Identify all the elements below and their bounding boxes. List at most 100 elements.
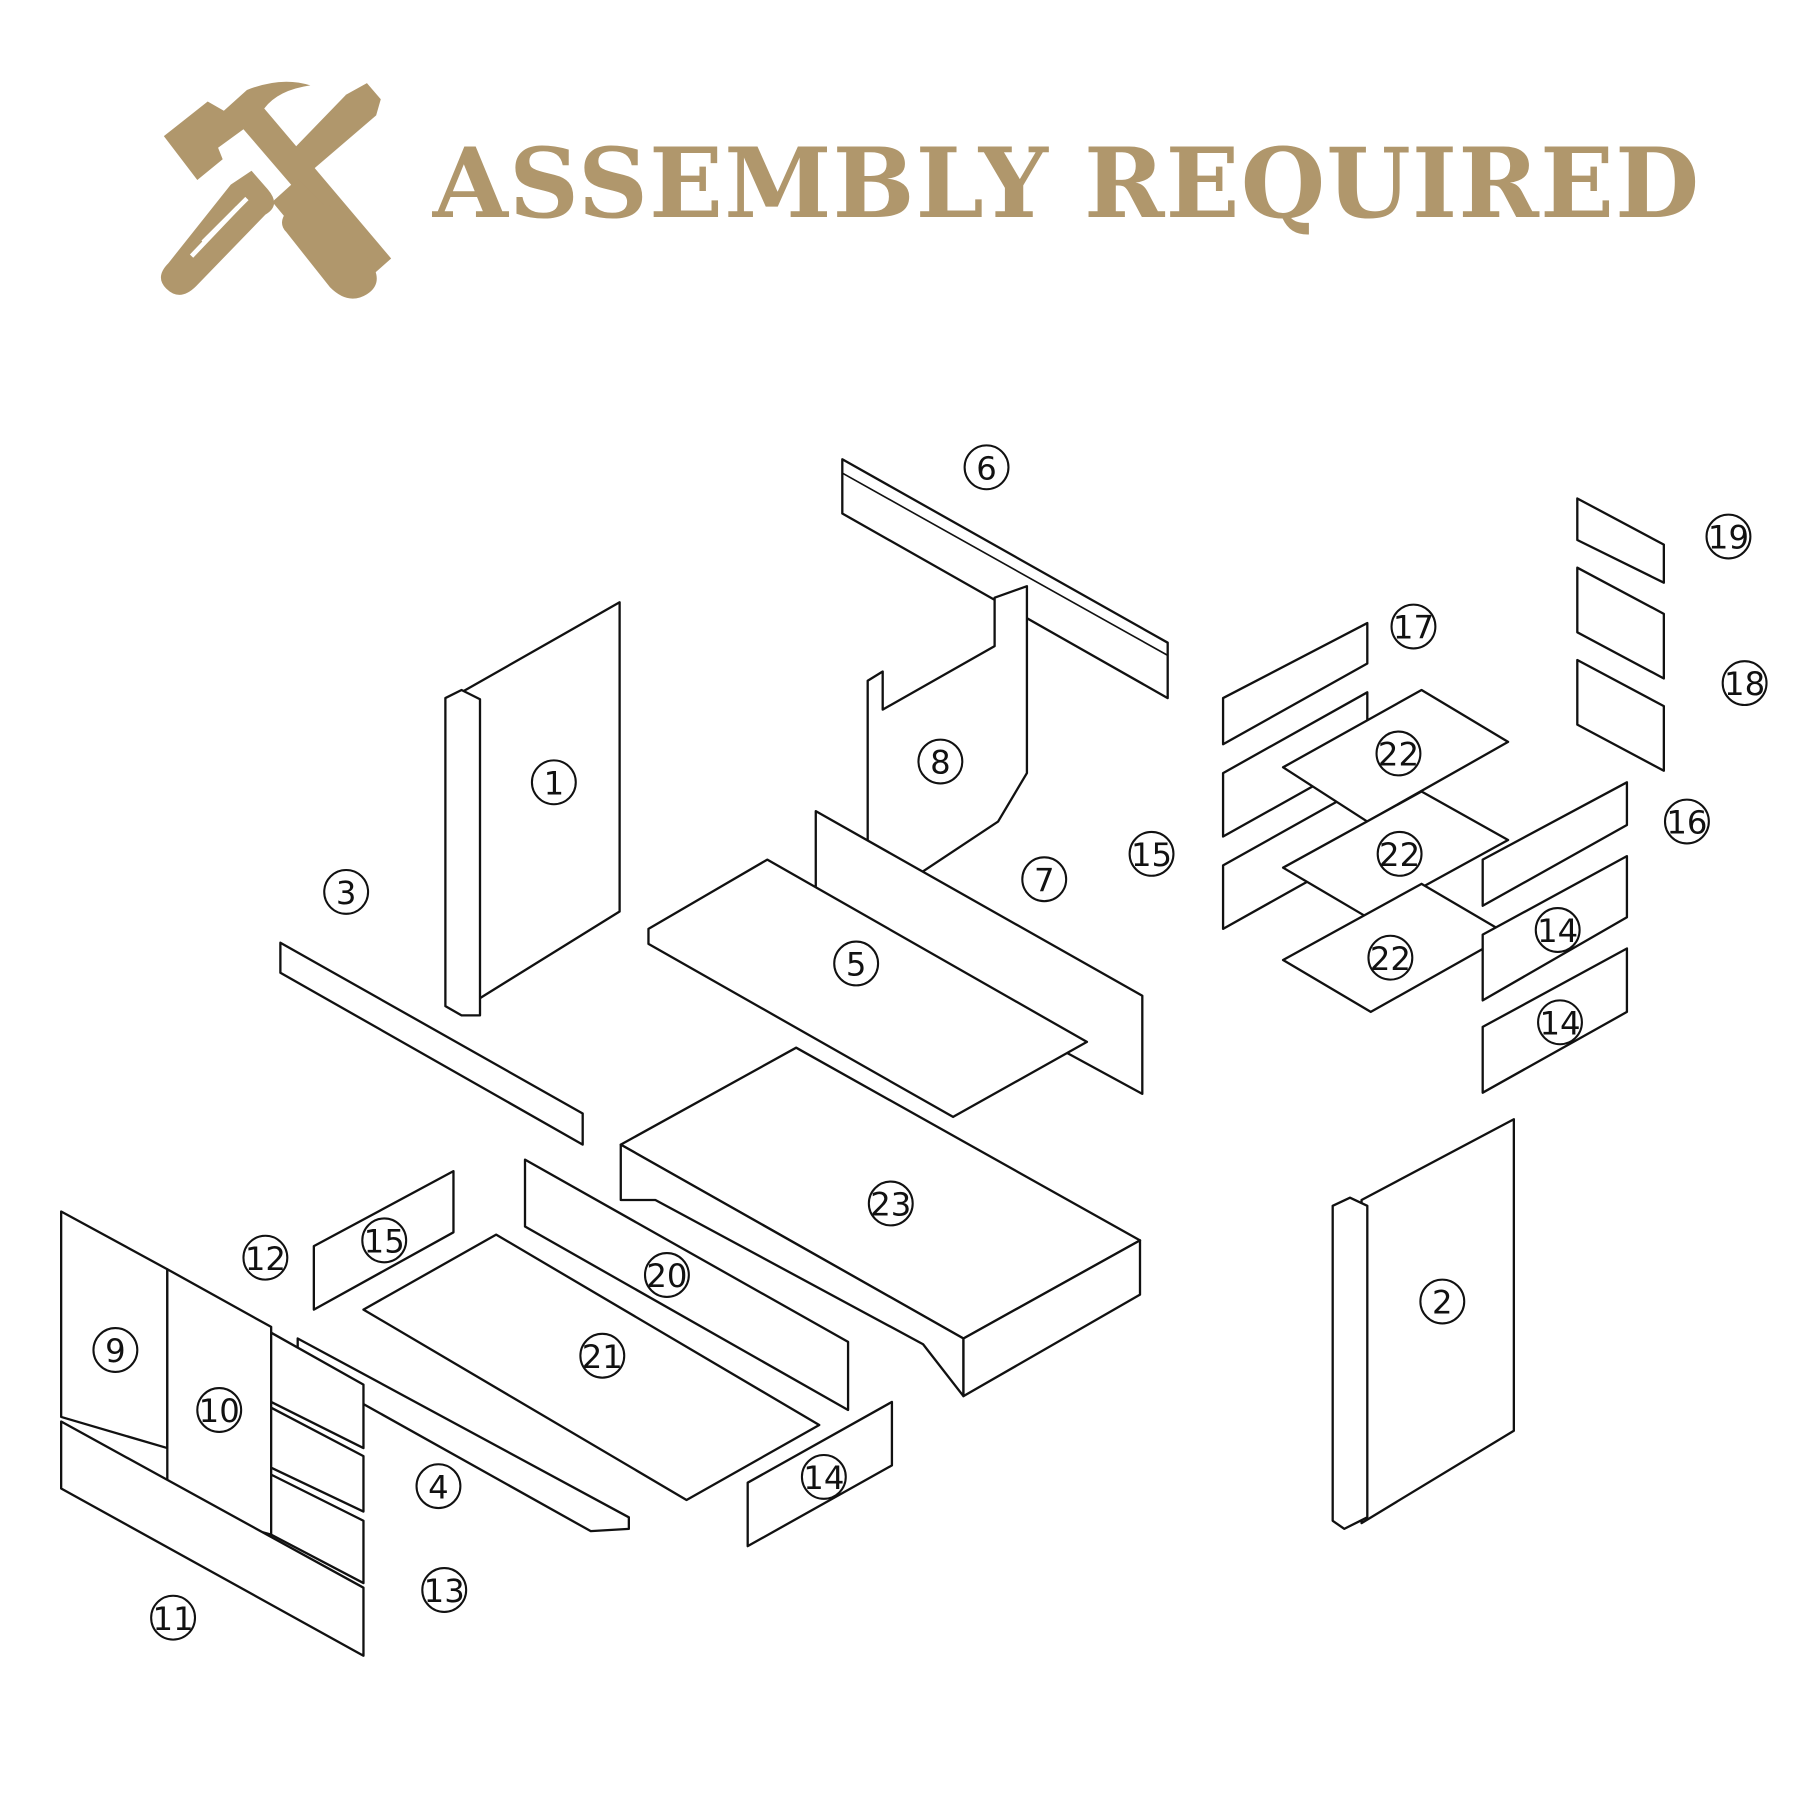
part-label-23: 23	[867, 1180, 914, 1227]
label-number: 22	[1379, 836, 1420, 874]
label-number: 6	[976, 449, 997, 487]
part-label-20: 20	[643, 1252, 690, 1298]
part-1-side-panel	[460, 601, 621, 1011]
label-number: 20	[646, 1257, 687, 1295]
part-18	[1576, 566, 1665, 680]
label-circle	[1390, 603, 1437, 650]
label-number: 3	[336, 874, 357, 912]
label-circle	[421, 1567, 468, 1613]
label-circle	[1705, 513, 1752, 560]
part-label-15: 15	[1128, 830, 1175, 877]
label-number: 4	[428, 1468, 449, 1506]
label-number: 15	[1131, 836, 1172, 874]
part-label-5: 5	[833, 940, 880, 987]
label-circle	[800, 1453, 847, 1500]
part-label-14: 14	[1534, 907, 1581, 953]
part-label-22: 22	[1376, 830, 1423, 877]
part-5-shelf	[647, 858, 1089, 1119]
label-circle	[1663, 798, 1710, 845]
part-3-rail	[279, 941, 584, 1146]
label-circle	[1375, 730, 1422, 777]
label-number: 12	[245, 1240, 286, 1278]
part-label-9: 9	[92, 1327, 139, 1373]
label-circle	[1721, 660, 1768, 707]
label-circle	[579, 1332, 626, 1379]
part-11-drawer-front	[59, 1420, 365, 1657]
label-number: 18	[1724, 665, 1765, 703]
label-circle	[1534, 907, 1581, 953]
label-circle	[1367, 934, 1414, 981]
part-2-face-frame	[1331, 1196, 1369, 1530]
label-number: 15	[364, 1223, 405, 1261]
part-1-face-frame	[444, 688, 482, 1017]
label-number: 19	[1708, 519, 1749, 557]
part-label-11: 11	[150, 1594, 197, 1641]
part-label-14: 14	[1537, 999, 1583, 1046]
part-17	[1221, 621, 1369, 746]
part-label-6: 6	[963, 444, 1010, 491]
label-circle	[963, 444, 1010, 491]
part-label-8: 8	[917, 738, 964, 785]
label-number: 14	[1539, 1004, 1580, 1042]
label-circle	[361, 1217, 408, 1264]
label-circle	[1376, 830, 1423, 877]
label-circle	[92, 1327, 139, 1373]
part-label-17: 17	[1390, 603, 1437, 650]
part-label-14: 14	[800, 1453, 847, 1500]
part-label-15: 15	[361, 1217, 408, 1264]
label-number: 17	[1393, 609, 1434, 647]
label-number: 22	[1378, 736, 1419, 774]
label-circle	[1128, 830, 1175, 877]
label-number: 14	[1537, 912, 1578, 950]
part-label-3: 3	[323, 868, 370, 915]
part-18	[1576, 658, 1665, 772]
part-label-19: 19	[1705, 513, 1752, 560]
part-19	[1576, 497, 1665, 584]
part-label-7: 7	[1021, 856, 1068, 903]
label-circle	[917, 738, 964, 785]
label-number: 10	[199, 1392, 240, 1430]
part-label-22: 22	[1367, 934, 1414, 981]
header-title: ASSEMBLY REQUIRED	[432, 126, 1701, 240]
part-label-13: 13	[421, 1567, 468, 1613]
label-number: 11	[153, 1600, 194, 1638]
label-number: 22	[1370, 940, 1411, 978]
part-13-drawer-front	[270, 1473, 365, 1585]
part-label-22: 22	[1375, 730, 1422, 777]
label-number: 23	[870, 1186, 911, 1224]
label-circle	[196, 1387, 243, 1433]
hammer-screwdriver-icon	[160, 81, 392, 299]
label-circle	[530, 759, 577, 806]
part-23-base-side	[962, 1239, 1142, 1398]
part-label-2: 2	[1419, 1278, 1466, 1325]
part-16	[1481, 781, 1629, 907]
label-circle	[242, 1234, 289, 1281]
part-12-drawer-front	[270, 1331, 365, 1450]
label-number: 8	[930, 744, 951, 782]
label-number: 5	[846, 946, 867, 984]
label-number: 2	[1432, 1284, 1453, 1322]
part-label-1: 1	[530, 759, 577, 806]
label-number: 21	[582, 1338, 623, 1376]
part-13-drawer-front	[270, 1406, 365, 1513]
part-label-10: 10	[196, 1387, 243, 1433]
label-number: 1	[544, 764, 565, 802]
label-circle	[1537, 999, 1583, 1046]
part-label-21: 21	[579, 1332, 626, 1379]
label-circle	[833, 940, 880, 987]
label-number: 14	[803, 1459, 844, 1497]
label-number: 16	[1666, 804, 1707, 842]
part-labels: 1234567891011121314141415151617181920212…	[92, 444, 1768, 1641]
label-circle	[643, 1252, 690, 1298]
label-circle	[323, 868, 370, 915]
label-circle	[150, 1594, 197, 1641]
part-label-16: 16	[1663, 798, 1710, 845]
label-number: 13	[424, 1572, 465, 1610]
label-number: 7	[1034, 861, 1055, 899]
label-number: 9	[105, 1332, 126, 1370]
label-circle	[415, 1463, 462, 1510]
label-circle	[1419, 1278, 1466, 1325]
part-label-12: 12	[242, 1234, 289, 1281]
